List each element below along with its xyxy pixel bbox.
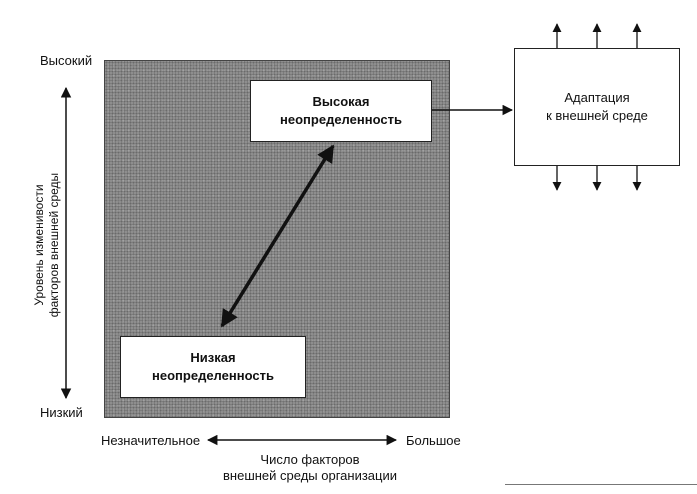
- x-axis-title-line1: Число факторов: [260, 452, 360, 467]
- y-axis-title: Уровень изменивости факторов внешней сре…: [32, 160, 62, 330]
- high-uncertainty-line2: неопределенность: [280, 112, 402, 127]
- high-uncertainty-box: Высокая неопределенность: [250, 80, 432, 142]
- y-axis-high-label: Высокий: [40, 53, 93, 68]
- low-uncertainty-line1: Низкая: [190, 350, 236, 365]
- adaptation-box: Адаптация к внешней среде: [514, 48, 680, 166]
- footer-rule: [505, 484, 697, 485]
- adaptation-line1: Адаптация: [564, 90, 630, 105]
- y-axis-low-label: Низкий: [40, 405, 83, 420]
- low-uncertainty-box: Низкая неопределенность: [120, 336, 306, 398]
- uncertainty-diagonal-arrow: [220, 144, 335, 328]
- low-uncertainty-line2: неопределенность: [152, 368, 274, 383]
- x-axis-low-label: Незначительное: [101, 433, 201, 448]
- x-axis-title-line2: внешней среды организации: [223, 468, 397, 483]
- adaptation-line2: к внешней среде: [546, 108, 648, 123]
- y-axis-title-line1: Уровень изменивости: [32, 184, 46, 306]
- x-axis-high-label: Большое: [406, 433, 461, 448]
- y-axis-title-line2: факторов внешней среды: [47, 172, 61, 318]
- x-axis-title: Число факторов внешней среды организации: [190, 452, 430, 484]
- high-uncertainty-line1: Высокая: [312, 94, 370, 109]
